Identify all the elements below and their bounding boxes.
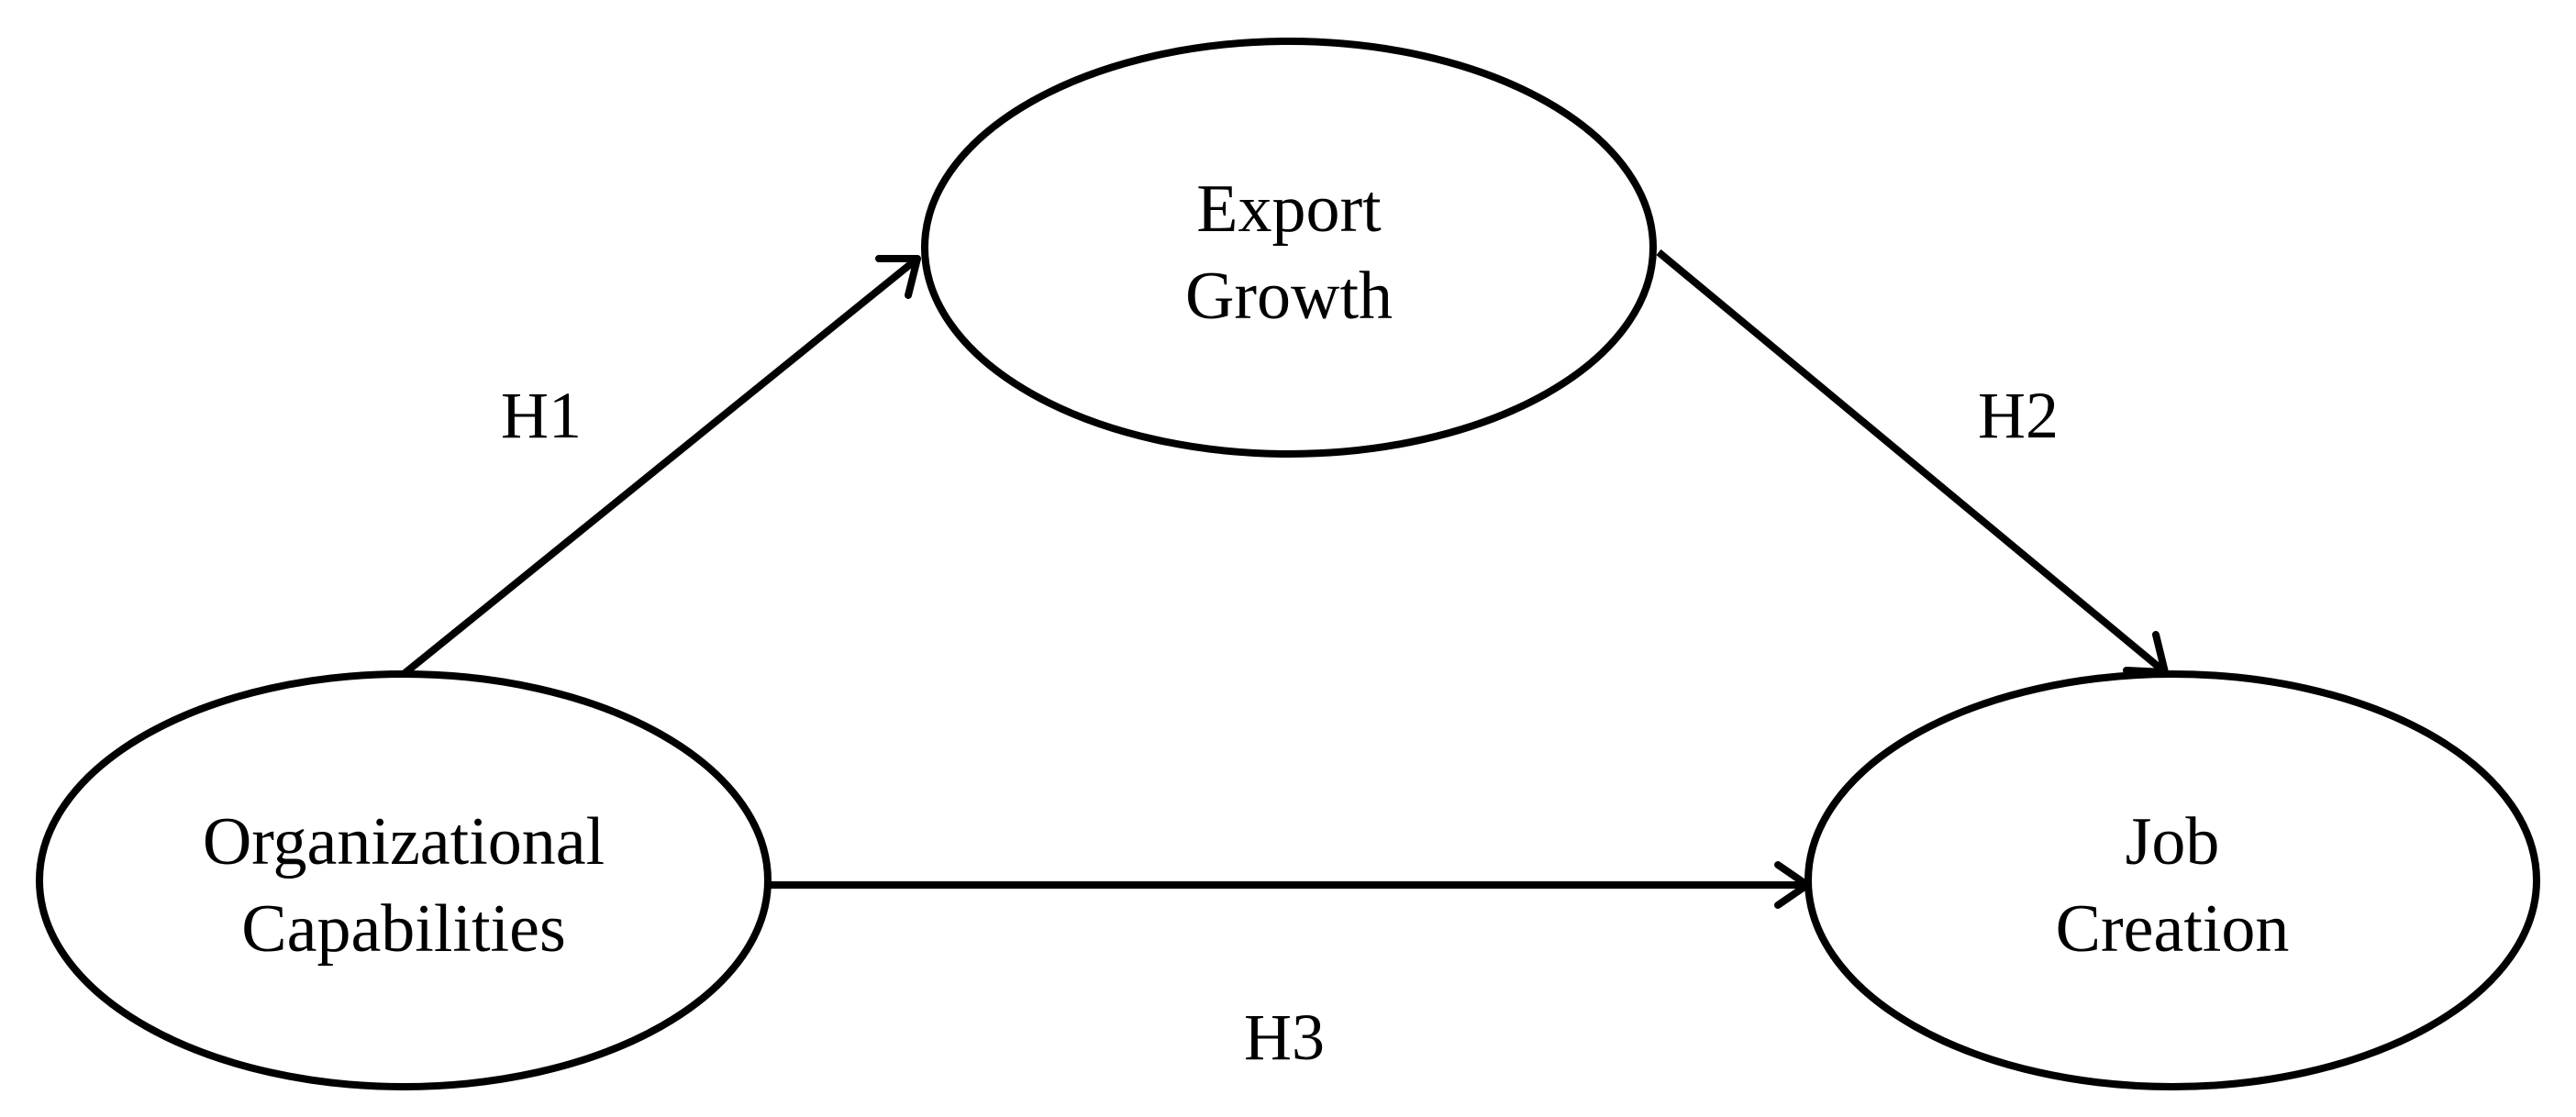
- edge-h2: [1656, 249, 2169, 676]
- node-organizational-capabilities: Organizational Capabilities: [36, 670, 772, 1090]
- edge-h2-line: [1656, 249, 2168, 676]
- edge-h1-line: [401, 255, 920, 678]
- node-organizational-capabilities-label-line1: Organizational: [203, 804, 605, 879]
- node-export-growth-ellipse: [921, 38, 1657, 458]
- node-organizational-capabilities-label-line2: Capabilities: [241, 891, 566, 967]
- node-export-growth-label-line1: Export: [1196, 171, 1382, 247]
- edge-h3-label: H3: [1244, 1001, 1325, 1074]
- edge-h1-arrowhead: [875, 255, 921, 299]
- edge-h2-label: H2: [1978, 379, 2059, 452]
- node-job-creation-label-line1: Job: [2126, 804, 2220, 879]
- edge-h1-label: H1: [501, 379, 582, 452]
- edge-h3: [769, 861, 1811, 909]
- node-organizational-capabilities-ellipse: [36, 670, 772, 1090]
- node-export-growth-label-line2: Growth: [1185, 259, 1393, 334]
- node-job-creation-label-line2: Creation: [2056, 891, 2290, 967]
- node-job-creation-ellipse: [1804, 670, 2540, 1090]
- node-job-creation: Job Creation: [1804, 670, 2540, 1090]
- node-export-growth: Export Growth: [921, 38, 1657, 458]
- edge-h1: [401, 255, 921, 678]
